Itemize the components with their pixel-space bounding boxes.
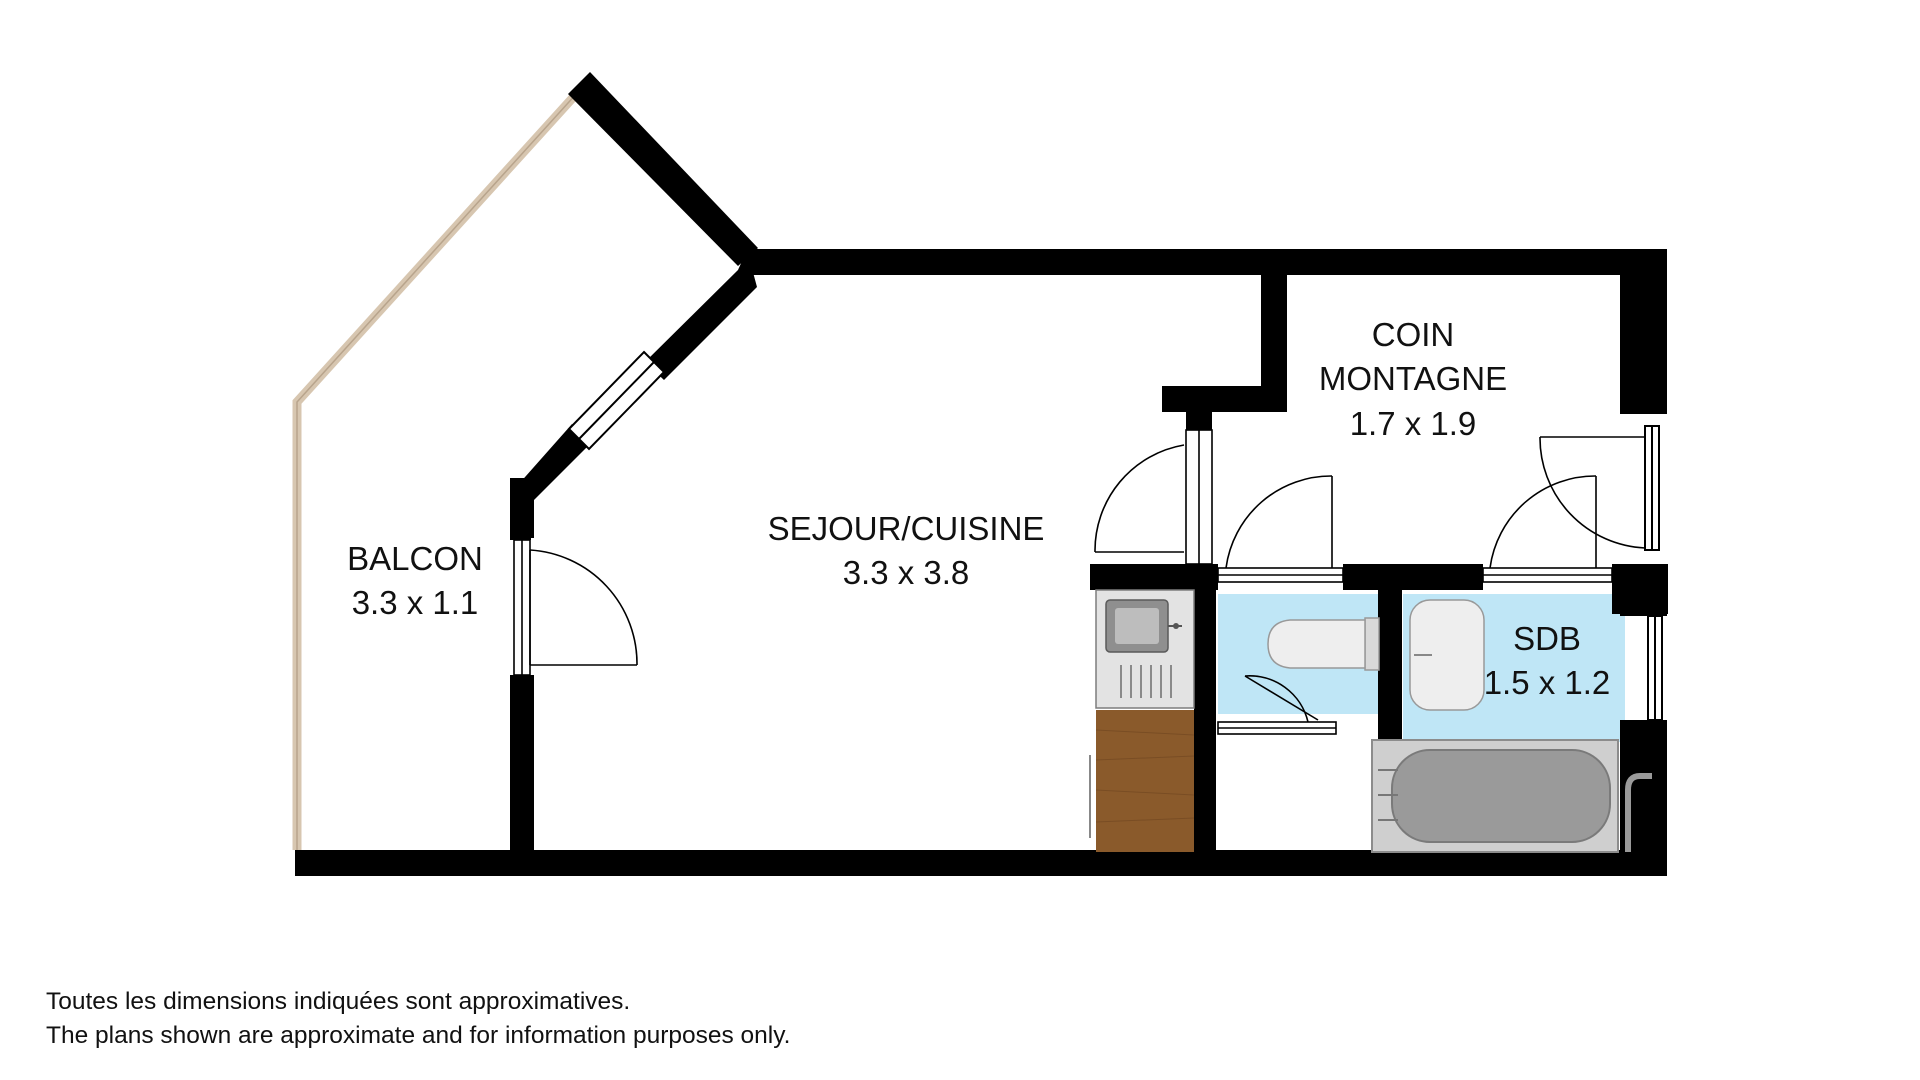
toilet-icon: [1267, 617, 1380, 671]
label-coin-montagne-name-2: MONTAGNE: [1319, 360, 1507, 397]
kitchen-countertop: [1096, 710, 1194, 852]
walls: [295, 72, 1668, 876]
doors: [513, 429, 1646, 735]
drainer-icon: [1120, 665, 1172, 698]
disclaimer-french: Toutes les dimensions indiquées sont app…: [46, 988, 631, 1015]
label-sejour-name: SEJOUR/CUISINE: [768, 510, 1045, 547]
bathtub-icon: [1371, 739, 1652, 853]
windows: [567, 350, 1663, 721]
room-labels: BALCON 3.3 x 1.1 SEJOUR/CUISINE 3.3 x 3.…: [347, 316, 1610, 701]
kitchen-units: [1089, 589, 1195, 852]
disclaimer-english: The plans shown are approximate and for …: [46, 1022, 791, 1049]
label-balcon-dimensions: 3.3 x 1.1: [352, 584, 479, 621]
label-sdb-dimensions: 1.5 x 1.2: [1484, 664, 1611, 701]
washbasin-icon: [1409, 599, 1485, 711]
label-coin-montagne-name-1: COIN: [1372, 316, 1455, 353]
label-sdb-name: SDB: [1513, 620, 1581, 657]
label-coin-montagne-dimensions: 1.7 x 1.9: [1350, 405, 1477, 442]
label-sejour-dimensions: 3.3 x 3.8: [843, 554, 970, 591]
label-balcon-name: BALCON: [347, 540, 483, 577]
